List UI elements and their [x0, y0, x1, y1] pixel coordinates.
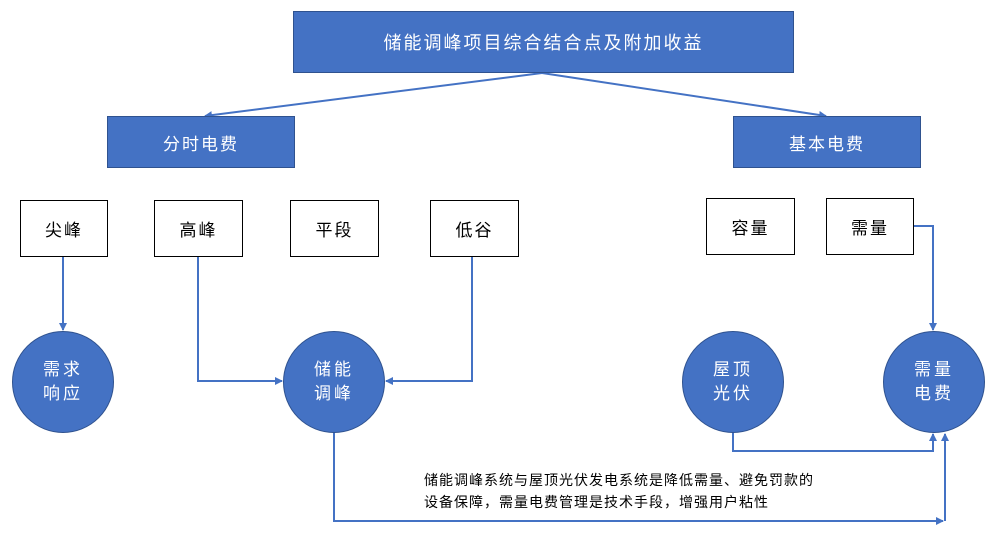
- circle-rooftop-pv: 屋顶 光伏: [682, 331, 784, 433]
- arrow-title-to-time-of-use: [204, 72, 543, 120]
- circle-demand-response: 需求 响应: [12, 331, 114, 433]
- arrow-valley-to-storage: [385, 257, 473, 385]
- circle-label-line2: 调峰: [314, 384, 354, 404]
- time-of-use-label: 分时电费: [163, 134, 239, 155]
- time-of-use-box: 分时电费: [107, 116, 295, 168]
- period-label: 低谷: [455, 221, 494, 241]
- basic-charge-box: 基本电费: [733, 116, 921, 168]
- arrow-title-to-basic: [541, 72, 827, 119]
- basic-item-label: 需量: [851, 219, 889, 239]
- period-box-peak: 尖峰: [20, 200, 108, 257]
- basic-item-label: 容量: [731, 219, 770, 239]
- arrow-demand-to-demand-charge: [914, 225, 937, 331]
- basic-item-demand: 需量: [826, 198, 914, 255]
- circle-demand-charge: 需量 电费: [883, 331, 985, 433]
- period-box-valley: 低谷: [430, 200, 519, 257]
- circle-label-line2: 光伏: [713, 384, 753, 404]
- note-line-2: 设备保障，需量电费管理是技术手段，增强用户粘性: [424, 495, 769, 511]
- basic-item-capacity: 容量: [706, 198, 795, 255]
- circle-label-line1: 需求: [43, 360, 83, 380]
- circle-storage-peak: 储能 调峰: [283, 331, 385, 433]
- title-text: 储能调峰项目综合结合点及附加收益: [383, 33, 704, 54]
- title-box: 储能调峰项目综合结合点及附加收益: [293, 11, 794, 73]
- basic-charge-label: 基本电费: [789, 134, 865, 155]
- arrow-pv-to-demand-charge: [732, 432, 937, 452]
- period-label: 平段: [315, 221, 354, 241]
- circle-label-line1: 储能: [314, 360, 354, 380]
- period-box-high: 高峰: [154, 200, 243, 257]
- arrow-storage-to-demand-charge-bottom: [333, 432, 944, 525]
- arrow-high-to-storage: [197, 257, 283, 385]
- circle-label-line1: 屋顶: [713, 360, 753, 380]
- circle-label-line2: 响应: [43, 384, 83, 404]
- period-label: 尖峰: [45, 221, 83, 241]
- annotation-note: 储能调峰系统与屋顶光伏发电系统是降低需量、避免罚款的 设备保障，需量电费管理是技…: [424, 470, 814, 514]
- period-box-flat: 平段: [290, 200, 379, 257]
- note-line-1: 储能调峰系统与屋顶光伏发电系统是降低需量、避免罚款的: [424, 473, 814, 489]
- circle-label-line1: 需量: [914, 360, 954, 380]
- circle-label-line2: 电费: [914, 384, 954, 404]
- period-label: 高峰: [179, 221, 218, 241]
